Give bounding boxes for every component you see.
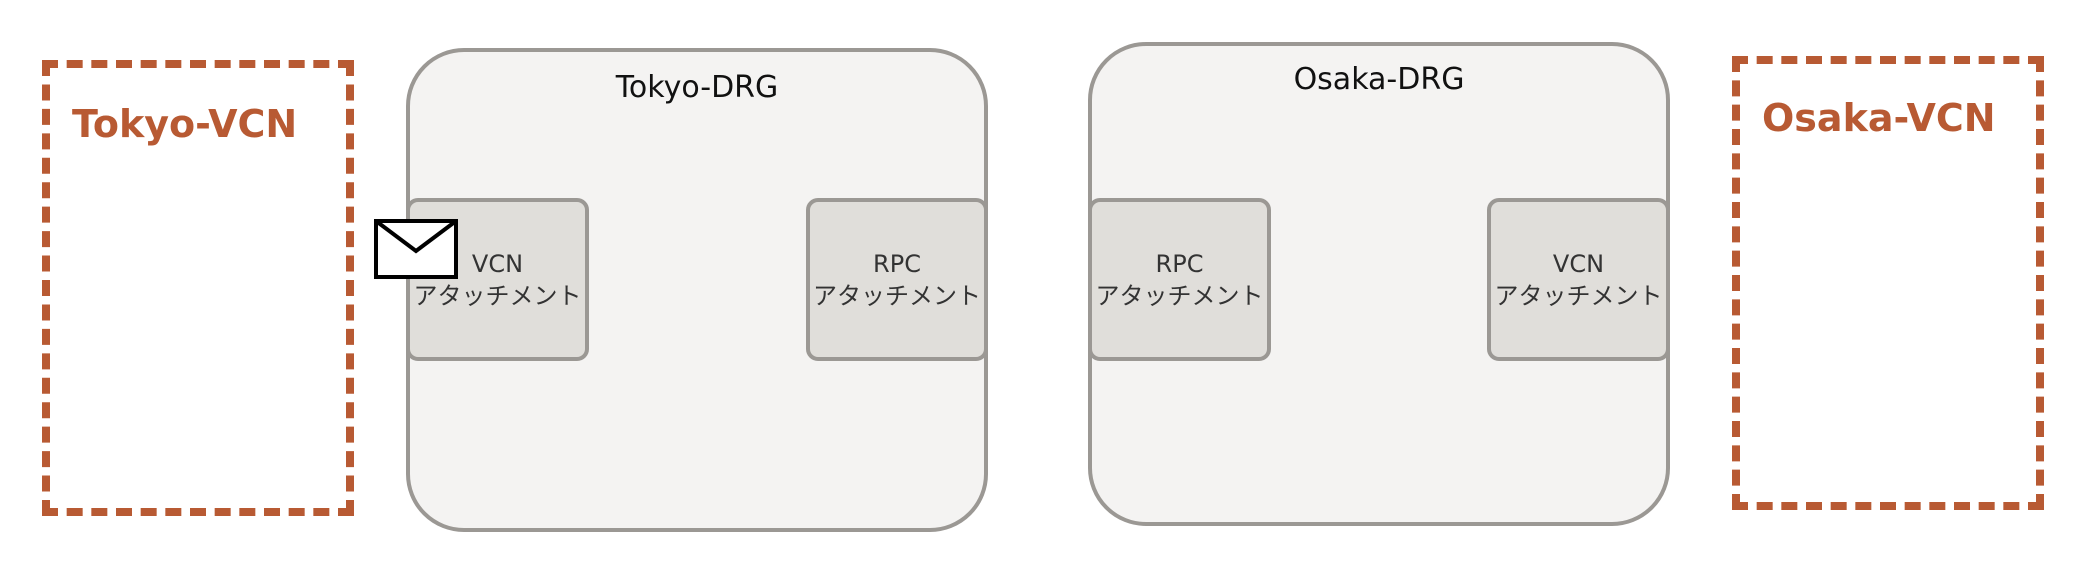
tokyo-rpc-attachment-line2: アタッチメント	[813, 281, 981, 310]
osaka-rpc-attachment-line1: RPC	[1155, 249, 1204, 278]
tokyo-rpc-attachment[interactable]: RPC アタッチメント	[806, 198, 988, 361]
tokyo-drg-label: Tokyo-DRG	[615, 70, 779, 105]
osaka-vcn-box	[1732, 56, 2044, 510]
osaka-rpc-attachment[interactable]: RPC アタッチメント	[1088, 198, 1271, 361]
osaka-vcn-attachment-line2: アタッチメント	[1494, 281, 1663, 310]
osaka-vcn-label: Osaka-VCN	[1762, 96, 1996, 140]
tokyo-vcn-label: Tokyo-VCN	[72, 102, 298, 146]
tokyo-vcn-attachment-line1: VCN	[471, 249, 524, 278]
tokyo-rpc-attachment-line1: RPC	[873, 249, 921, 278]
osaka-vcn-attachment-line1: VCN	[1552, 249, 1605, 278]
envelope-icon	[374, 219, 458, 279]
osaka-rpc-attachment-line2: アタッチメント	[1095, 281, 1264, 310]
osaka-drg-label: Osaka-DRG	[1293, 62, 1465, 97]
tokyo-vcn-box	[42, 60, 354, 516]
osaka-vcn-attachment[interactable]: VCN アタッチメント	[1487, 198, 1670, 361]
tokyo-vcn-attachment-line2: アタッチメント	[413, 281, 582, 310]
